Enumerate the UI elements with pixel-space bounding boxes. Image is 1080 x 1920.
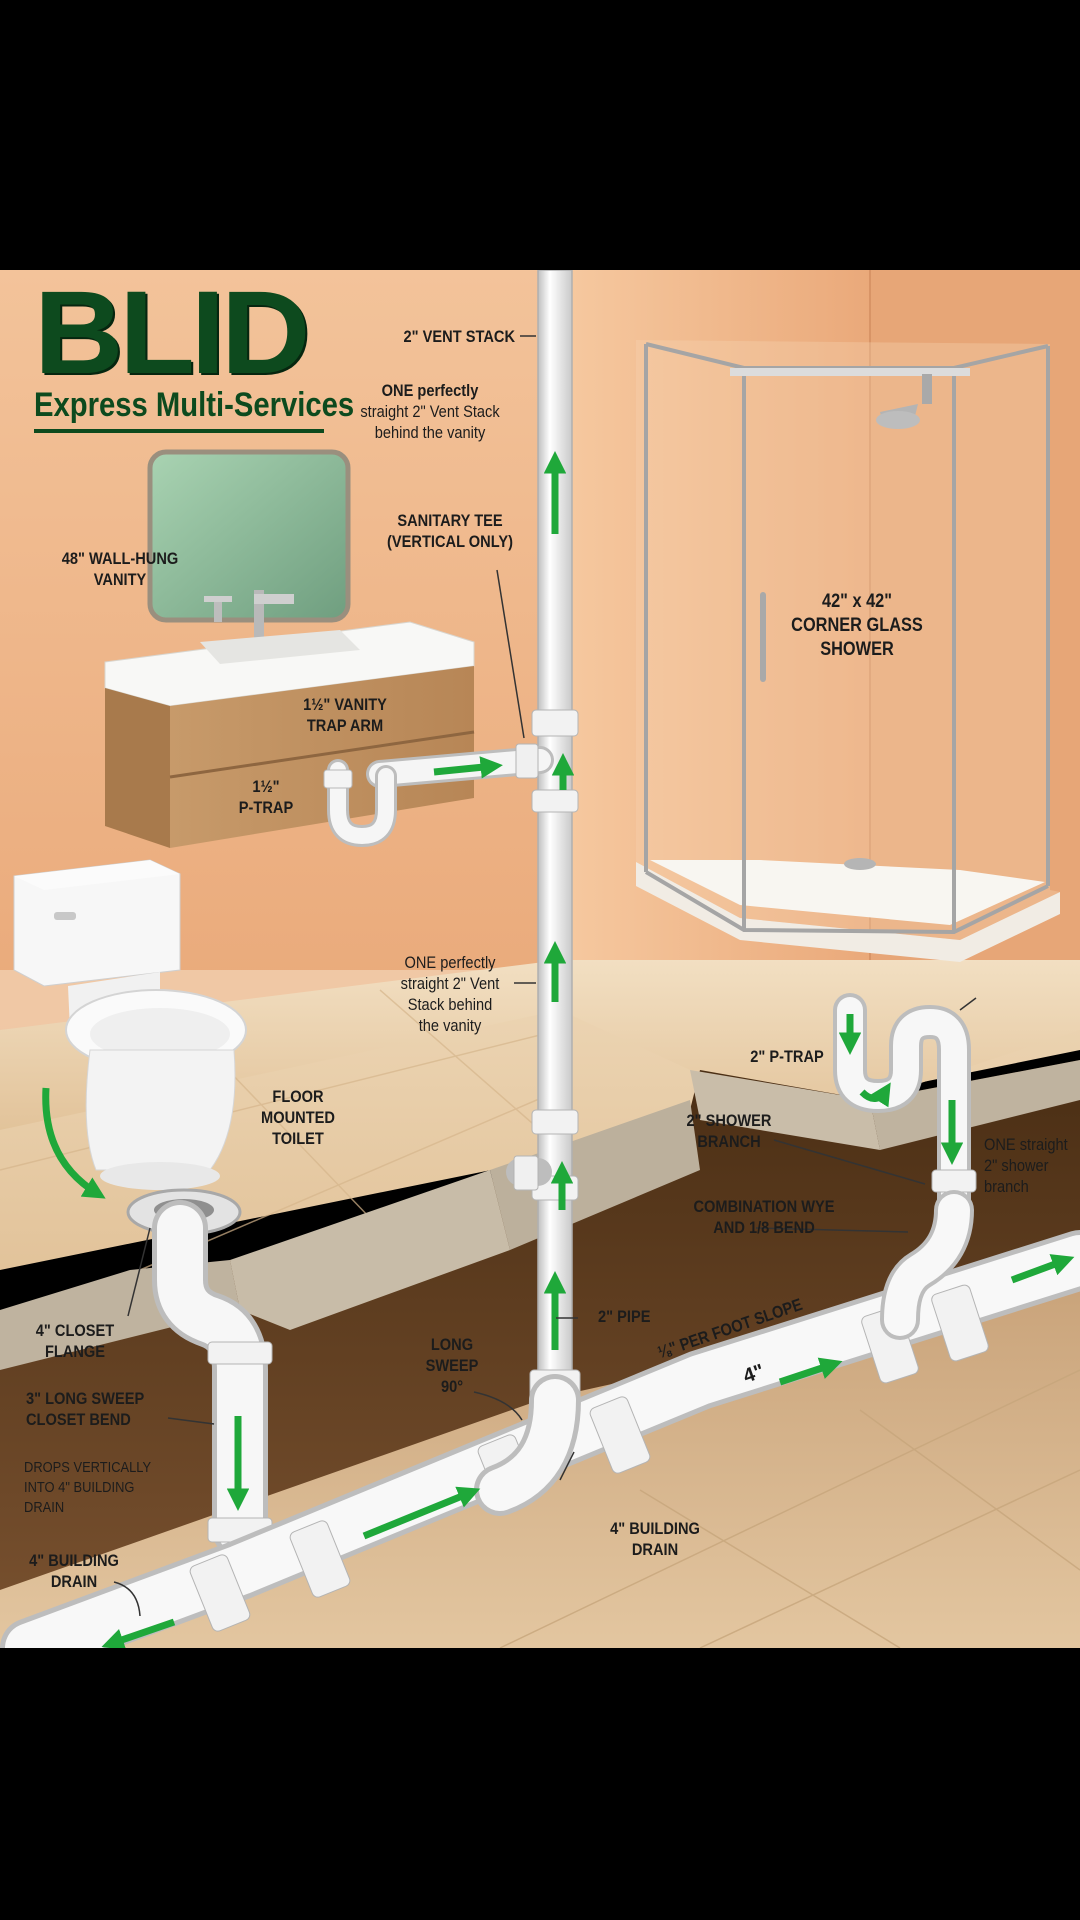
label-building-drain-mid: 4" BUILDING DRAIN — [610, 1519, 700, 1559]
label-sanitary-tee: SANITARY TEE (VERTICAL ONLY) — [387, 511, 513, 551]
label-one-straight: ONE straight 2" shower branch — [984, 1135, 1068, 1196]
pipe-system — [0, 270, 1080, 1648]
label-toilet: FLOOR MOUNTED TOILET — [261, 1087, 335, 1148]
brand-logo: BLID Express Multi-Services — [34, 274, 406, 433]
toilet — [13, 859, 247, 1190]
label-building-drain-left: 4" BUILDING DRAIN — [29, 1551, 119, 1591]
label-trap-arm: 1½" VANITY TRAP ARM — [303, 695, 387, 735]
brand-tagline: Express Multi-Services — [34, 386, 355, 424]
brand-underline — [34, 429, 324, 433]
label-shower-branch: 2" SHOWER BRANCH — [686, 1111, 772, 1151]
label-vent-stack: 2" VENT STACK — [403, 327, 515, 346]
label-combo-wye: COMBINATION WYE AND 1/8 BEND — [693, 1197, 835, 1237]
label-closet-bend: 3" LONG SWEEP CLOSET BEND — [26, 1389, 145, 1429]
label-vent-note-mid: ONE perfectly straight 2" Vent Stack beh… — [400, 953, 500, 1035]
label-2in-pipe: 2" PIPE — [598, 1307, 651, 1326]
label-vanity: 48" WALL-HUNG VANITY — [61, 549, 179, 589]
label-shower-ptrap: 2" P-TRAP — [750, 1047, 824, 1066]
side-wall — [870, 270, 1080, 1030]
brand-name: BLID — [34, 270, 310, 399]
plumbing-diagram: BLID Express Multi-Services 2" VENT STAC… — [0, 270, 1080, 1648]
leader-lines — [113, 335, 977, 1617]
flow-arrows — [42, 451, 1075, 1648]
corner-shower — [636, 340, 1060, 962]
label-vanity-ptrap: 1½" P-TRAP — [238, 777, 294, 817]
label-vent-note-top: ONE perfectly straight 2" Vent Stack beh… — [360, 381, 500, 442]
label-closet-flange: 4" CLOSET FLANGE — [35, 1321, 115, 1361]
mirror — [147, 449, 351, 623]
vent-stack-pipe — [537, 270, 573, 1421]
label-drops: DROPS VERTICALLY INTO 4" BUILDING DRAIN — [24, 1459, 152, 1516]
label-shower: 42" x 42" CORNER GLASS SHOWER — [791, 591, 923, 660]
label-long-sweep: LONG SWEEP 90° — [425, 1335, 479, 1396]
faucet — [204, 590, 294, 640]
diagram-illustration — [0, 270, 1080, 1648]
vanity — [104, 621, 475, 848]
